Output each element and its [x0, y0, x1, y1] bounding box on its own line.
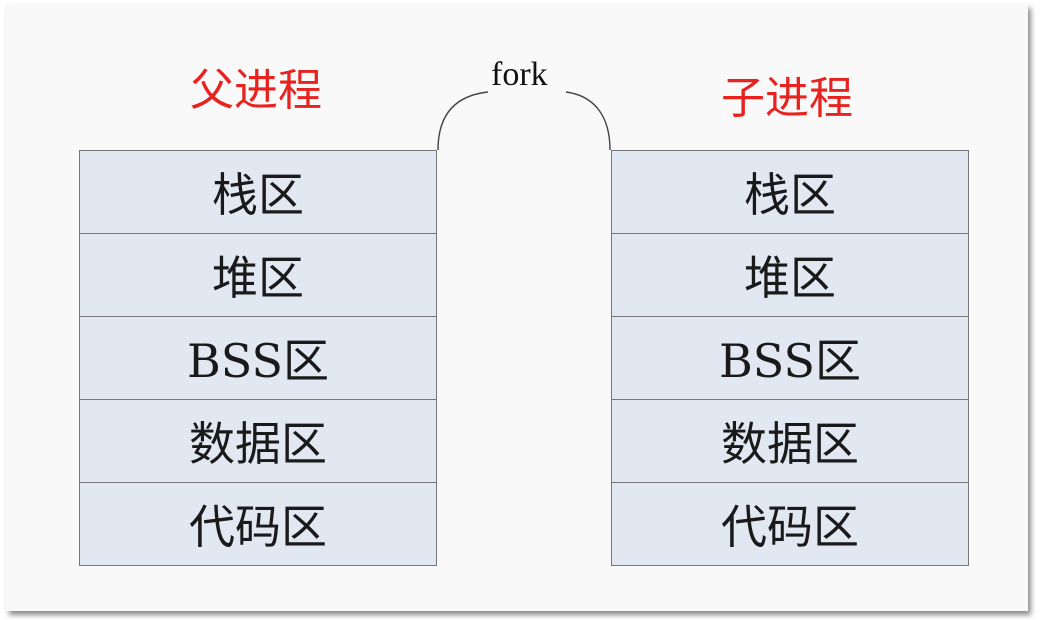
child-data-segment: 数据区	[611, 400, 969, 483]
fork-label: fork	[491, 56, 548, 93]
parent-stack-segment: 栈区	[79, 151, 437, 234]
child-process-title: 子进程	[721, 73, 853, 124]
child-bss-segment: BSS区	[611, 317, 969, 400]
parent-code-segment: 代码区	[79, 483, 437, 566]
parent-process-title: 父进程	[190, 65, 322, 116]
parent-heap-segment: 堆区	[79, 234, 437, 317]
child-stack-segment: 栈区	[611, 151, 969, 234]
parent-bss-segment: BSS区	[79, 317, 437, 400]
child-code-segment: 代码区	[611, 483, 969, 566]
parent-data-segment: 数据区	[79, 400, 437, 483]
parent-memory-layout: 栈区 堆区 BSS区 数据区 代码区	[79, 150, 437, 566]
child-heap-segment: 堆区	[611, 234, 969, 317]
child-memory-layout: 栈区 堆区 BSS区 数据区 代码区	[611, 150, 969, 566]
